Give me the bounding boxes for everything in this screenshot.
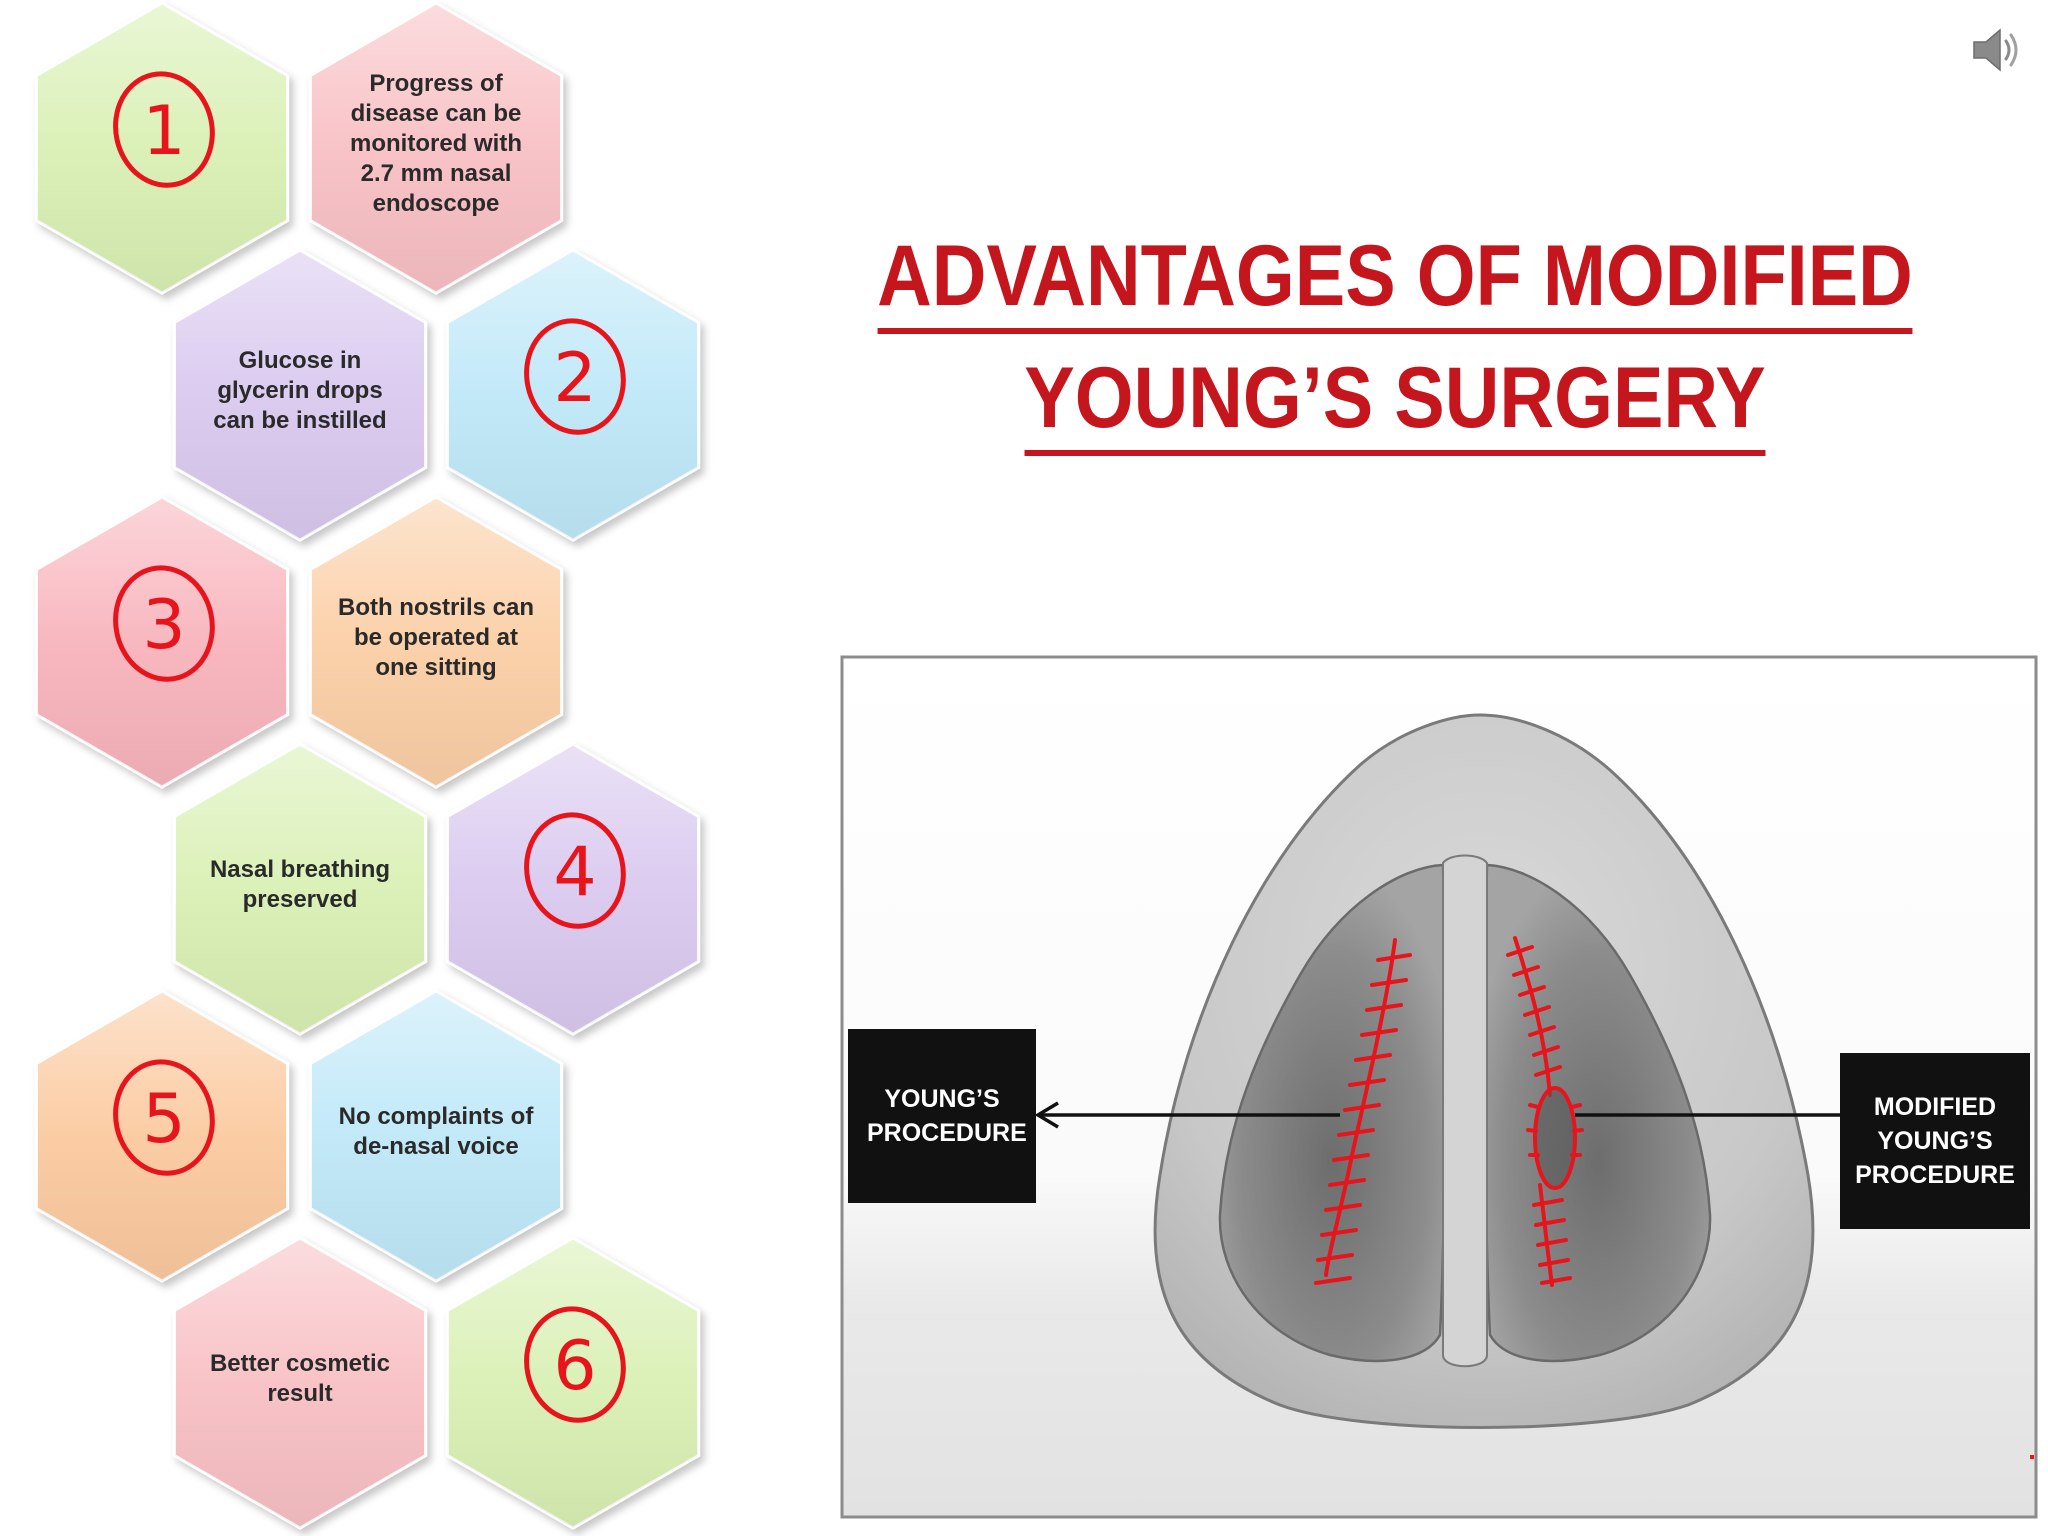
hexagon-gloss: [36, 3, 288, 293]
young-suture-line: [1314, 938, 1412, 1285]
hexagon-gloss: [447, 744, 699, 1034]
hexagon-gloss: [310, 3, 562, 293]
hand-drawn-circle: [524, 1306, 626, 1423]
hexagon-column: 1 2 3 4 5 6: [34, 1, 701, 1530]
hexagon-label: Better cosmetic result: [209, 1350, 391, 1407]
hexagon-label: Both nostrils can be operated at one sit…: [337, 594, 535, 681]
modified-young-suture-line: [1506, 936, 1584, 1287]
hand-drawn-number: 3: [142, 586, 185, 665]
hexagon-gloss: [310, 991, 562, 1281]
hexagon-label: Glucose in glycerin drops can be instill…: [213, 347, 387, 434]
hexagon-gloss: [174, 1238, 426, 1528]
nasal-diagram: YOUNG’S PROCEDURE MODIFIED YOUNG’S PROCE…: [840, 655, 2038, 1519]
modified-young-procedure-label: MODIFIED YOUNG’S PROCEDURE: [1840, 1053, 2030, 1229]
speaker-icon[interactable]: [1970, 24, 2026, 76]
hexagon-gloss: [174, 744, 426, 1034]
hexagon-gloss: [447, 250, 699, 540]
hand-drawn-circle: [524, 318, 626, 435]
hexagon-label: No complaints of de-nasal voice: [338, 1103, 534, 1160]
columella: [1442, 854, 1488, 1368]
hand-drawn-circle: [113, 71, 215, 188]
hand-drawn-circle: [113, 1059, 215, 1176]
slide-title: ADVANTAGES OF MODIFIED YOUNG’S SURGERY: [871, 215, 1918, 459]
hexagon-gloss: [36, 497, 288, 787]
title-line-2: YOUNG’S SURGERY: [1024, 346, 1766, 456]
hexagon-label: Progress of disease can be monitored wit…: [350, 70, 522, 217]
hand-drawn-number: 6: [553, 1327, 596, 1406]
hexagon-label: Nasal breathing preserved: [209, 856, 391, 913]
title-line-1: ADVANTAGES OF MODIFIED: [877, 224, 1913, 334]
edge-mark: [2030, 1455, 2034, 1459]
hand-drawn-circle: [113, 565, 215, 682]
hand-drawn-number: 4: [553, 833, 596, 912]
nose-illustration: [840, 655, 2038, 1519]
hexagon-gloss: [36, 991, 288, 1281]
hand-drawn-circle: [524, 812, 626, 929]
hexagon-gloss: [174, 250, 426, 540]
hand-drawn-number: 2: [553, 339, 596, 418]
left-arrow: [1034, 1101, 1340, 1129]
hexagon-gloss: [310, 497, 562, 787]
hexagon-gloss: [447, 1238, 699, 1528]
young-procedure-label: YOUNG’S PROCEDURE: [848, 1029, 1036, 1203]
hand-drawn-number: 1: [142, 92, 185, 171]
hand-drawn-number: 5: [142, 1080, 185, 1159]
